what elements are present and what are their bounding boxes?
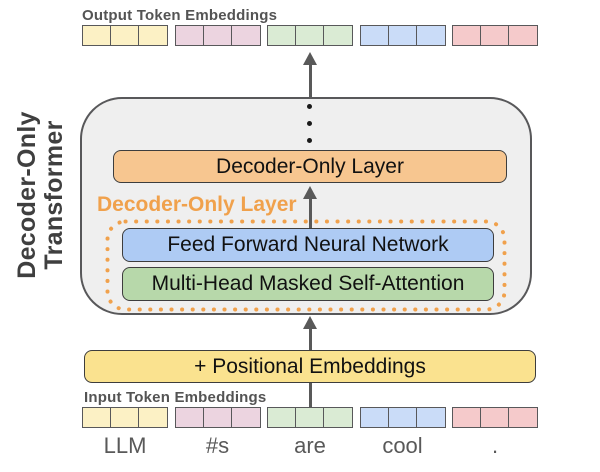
decoder-only-layer-box-label: Decoder-Only Layer xyxy=(216,154,404,178)
input-token-embeddings-label: Input Token Embeddings xyxy=(84,389,267,406)
token-cell xyxy=(267,25,297,46)
token-cell xyxy=(295,407,325,428)
token-cell xyxy=(138,25,169,46)
token-group-yellow xyxy=(82,407,169,428)
masked-self-attention-box: Multi-Head Masked Self-Attention xyxy=(122,267,494,301)
token-cell xyxy=(82,407,112,428)
output-token-embeddings-label: Output Token Embeddings xyxy=(82,7,278,24)
feed-forward-box-label: Feed Forward Neural Network xyxy=(167,233,449,256)
token-cell xyxy=(267,407,297,428)
masked-self-attention-box-label: Multi-Head Masked Self-Attention xyxy=(151,272,465,295)
token-cell xyxy=(110,25,140,46)
input-token-row xyxy=(82,407,539,428)
token-cell xyxy=(480,407,510,428)
input-word: . xyxy=(491,433,499,458)
decoder-layer-dotted-outline xyxy=(105,219,507,312)
token-cell xyxy=(359,25,390,46)
token-cell xyxy=(415,25,446,46)
input-word-row: LLM #s are cool. xyxy=(82,433,538,459)
token-group-blue xyxy=(359,407,446,428)
token-cell xyxy=(387,25,418,46)
input-word: LLM xyxy=(103,433,147,458)
input-word: are xyxy=(294,433,326,458)
input-word: #s xyxy=(205,433,230,458)
output-token-row xyxy=(82,25,539,46)
token-cell xyxy=(480,25,510,46)
token-cell xyxy=(323,25,354,46)
ellipsis-dot xyxy=(307,104,312,109)
positional-embeddings-box-label: + Positional Embeddings xyxy=(194,354,426,378)
token-cell xyxy=(202,407,233,428)
input-word: cool xyxy=(382,433,423,458)
token-cell xyxy=(508,407,539,428)
token-cell xyxy=(202,25,233,46)
token-group-pink xyxy=(174,407,261,428)
token-cell xyxy=(230,25,261,46)
feed-forward-box: Feed Forward Neural Network xyxy=(122,228,494,262)
arrow-up-to-transformer-shaft xyxy=(309,327,312,350)
token-group-pink xyxy=(174,25,261,46)
arrow-up-to-transformer-icon xyxy=(303,316,317,329)
token-cell xyxy=(415,407,446,428)
token-cell xyxy=(387,407,418,428)
arrow-up-to-output-shaft xyxy=(309,63,312,98)
input-connector-line xyxy=(309,383,312,408)
token-group-red xyxy=(452,25,539,46)
token-cell xyxy=(138,407,169,428)
token-cell xyxy=(230,407,261,428)
token-cell xyxy=(323,407,354,428)
token-cell xyxy=(174,25,205,46)
token-cell xyxy=(82,25,112,46)
token-cell xyxy=(295,25,325,46)
token-cell xyxy=(359,407,390,428)
token-group-yellow xyxy=(82,25,169,46)
token-cell xyxy=(452,407,482,428)
token-group-blue xyxy=(359,25,446,46)
token-group-green xyxy=(267,407,354,428)
decoder-only-layer-callout-label: Decoder-Only Layer xyxy=(97,193,297,216)
decoder-only-layer-box: Decoder-Only Layer xyxy=(113,150,507,183)
token-cell xyxy=(508,25,539,46)
token-cell xyxy=(174,407,205,428)
token-group-green xyxy=(267,25,354,46)
arrow-up-to-decoder-layer-icon xyxy=(303,186,317,199)
token-group-red xyxy=(452,407,539,428)
token-cell xyxy=(452,25,482,46)
positional-embeddings-box: + Positional Embeddings xyxy=(84,350,536,383)
side-title-line1: Decoder-Only xyxy=(13,111,41,279)
ellipsis-dot xyxy=(307,138,312,143)
token-cell xyxy=(110,407,140,428)
arrow-up-to-output-icon xyxy=(303,52,317,65)
arrow-up-to-decoder-layer-shaft xyxy=(309,197,312,229)
side-title-line2: Transformer xyxy=(40,120,68,270)
side-title-decoder-only-transformer: Decoder-Only Transformer xyxy=(13,97,70,293)
ellipsis-dot xyxy=(307,121,312,126)
